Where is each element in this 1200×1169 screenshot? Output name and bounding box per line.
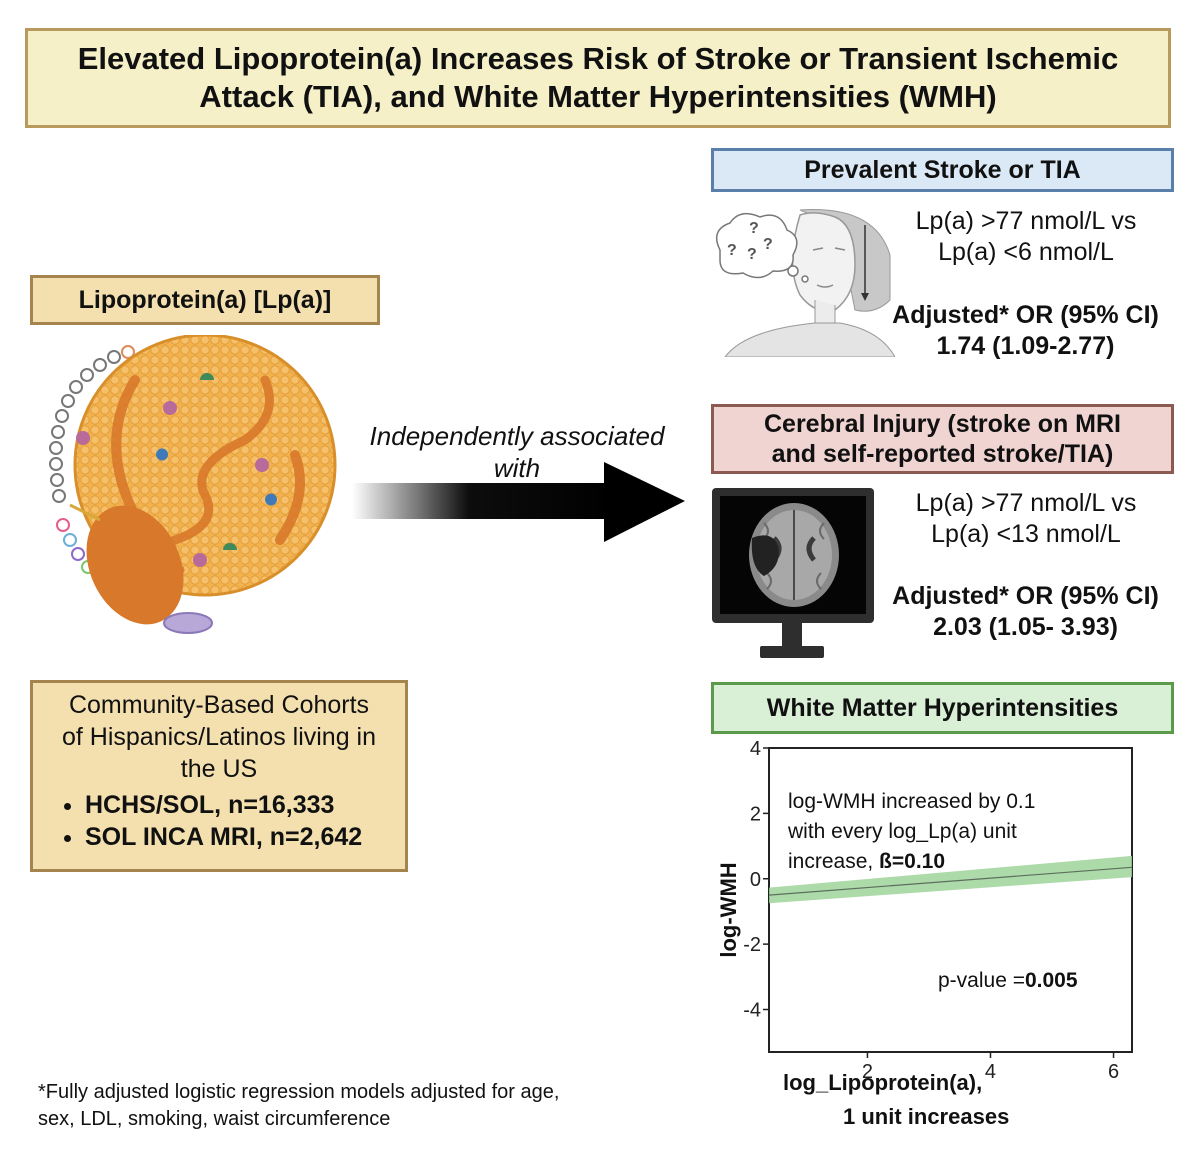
cohort-line-1: Community-Based Cohorts (68, 691, 370, 719)
stroke-comparison: Lp(a) >77 nmol/L vs Lp(a) <6 nmol/L (890, 206, 1162, 268)
stroke-or-label: Adjusted* OR (95% CI) (892, 301, 1159, 329)
confidence-band (769, 855, 1132, 904)
injury-or-label: Adjusted* OR (95% CI) (892, 582, 1159, 610)
cohort-list: HCHS/SOL, n=16,333 SOL INCA MRI, n=2,642 (33, 789, 405, 853)
question-mark-2: ? (727, 242, 737, 259)
y-tick-label: 4 (750, 740, 761, 760)
stroke-compare-line-2: Lp(a) <6 nmol/L (938, 238, 1114, 266)
x-tick-label: 6 (1108, 1061, 1119, 1083)
footnote-line-2: sex, LDL, smoking, waist circumference (38, 1108, 391, 1130)
wmh-pvalue-value: 0.005 (1024, 969, 1078, 992)
injury-comparison: Lp(a) >77 nmol/L vs Lp(a) <13 nmol/L (890, 488, 1162, 550)
wmh-pvalue: p-value =0.005 (938, 966, 1138, 996)
wmh-beta: ß=0.10 (879, 850, 946, 873)
thought-bubble: ? ? ? ? (715, 212, 809, 283)
injury-or-value: 2.03 (1.05- 3.93) (933, 613, 1118, 641)
association-label: Independently associated with (352, 420, 682, 484)
injury-compare-line-2: Lp(a) <13 nmol/L (931, 520, 1121, 548)
chart-x-label-1: log_Lipoprotein(a), (783, 1070, 982, 1095)
wmh-annotation-line-2: with every log_Lp(a) unit (788, 820, 1017, 843)
regression-line (768, 866, 1133, 896)
cohort-item-inca: SOL INCA MRI, n=2,642 (85, 821, 405, 853)
wmh-annotation-line-1: log-WMH increased by 0.1 (788, 790, 1036, 813)
lesion (751, 535, 779, 576)
association-line-1: Independently associated (369, 421, 665, 451)
wmh-annotation-line-3: increase, ß=0.10 (788, 847, 1128, 877)
wmh-chart: 4 2 0 -2 -4 2 4 6 log-WMH log_Lipoprotein(a), 1… (716, 740, 1133, 1129)
lipoprotein-label: Lipoprotein(a) [Lp(a)] (78, 286, 332, 314)
cohort-line-3: the US (180, 755, 258, 783)
stroke-or-value: 1.74 (1.09-2.77) (936, 332, 1115, 360)
lipoprotein-label-box: Lipoprotein(a) [Lp(a)] (30, 275, 380, 325)
chart-x-label-2: 1 unit increases (843, 1104, 1009, 1129)
cohort-item-hchs: HCHS/SOL, n=16,333 (85, 789, 405, 821)
title-line-1: Elevated Lipoprotein(a) Increases Risk o… (77, 41, 1119, 76)
injury-or-block: Adjusted* OR (95% CI) 2.03 (1.05- 3.93) (873, 581, 1178, 643)
title-banner: Elevated Lipoprotein(a) Increases Risk o… (25, 28, 1171, 128)
x-tick-label: 2 (862, 1061, 873, 1083)
association-line-2: with (493, 453, 541, 483)
y-tick-label: -4 (743, 1000, 761, 1022)
chart-y-label: log-WMH (716, 862, 741, 957)
y-tick-label: 0 (750, 869, 761, 891)
question-mark-1: ? (749, 220, 759, 237)
association-arrow (352, 462, 685, 542)
cohort-line-2: of Hispanics/Latinos living in (61, 723, 377, 751)
wmh-annotation-prefix: increase, (788, 850, 880, 873)
injury-compare-line-1: Lp(a) >77 nmol/L vs (915, 489, 1137, 517)
cerebral-injury-title-2: and self-reported stroke/TIA) (771, 440, 1114, 468)
cerebral-injury-title-1: Cerebral Injury (stroke on MRI (763, 410, 1122, 438)
question-mark-3: ? (747, 246, 757, 263)
apo-b-lobe (86, 505, 184, 625)
stroke-or-block: Adjusted* OR (95% CI) 1.74 (1.09-2.77) (873, 300, 1178, 362)
wmh-pvalue-prefix: p-value = (938, 969, 1025, 992)
wmh-annotation: log-WMH increased by 0.1 with every log_… (788, 787, 1128, 877)
x-tick-label: 4 (985, 1061, 996, 1083)
confused-person-illustration: ? ? ? ? (715, 209, 895, 357)
title-line-2: Attack (TIA), and White Matter Hyperinte… (199, 79, 997, 114)
cohort-info-box: Community-Based Cohorts of Hispanics/Lat… (30, 680, 408, 872)
wmh-title: White Matter Hyperintensities (766, 694, 1119, 722)
mri-monitor-illustration (712, 488, 874, 658)
prevalent-stroke-title: Prevalent Stroke or TIA (804, 156, 1081, 184)
footnote-line-1: *Fully adjusted logistic regression mode… (38, 1081, 560, 1103)
question-mark-4: ? (763, 236, 773, 253)
prevalent-stroke-box: Prevalent Stroke or TIA (711, 148, 1174, 192)
chart-plot-area: 4 2 0 -2 -4 2 4 6 (743, 740, 1133, 1083)
y-tick-label: -2 (743, 934, 761, 956)
cerebral-injury-box: Cerebral Injury (stroke on MRI and self-… (711, 404, 1174, 474)
lipoprotein-particle-illustration (49, 335, 337, 634)
footnote: *Fully adjusted logistic regression mode… (38, 1079, 678, 1133)
receptor-oval (163, 612, 213, 634)
wmh-box: White Matter Hyperintensities (711, 682, 1174, 734)
y-tick-label: 2 (750, 803, 761, 825)
stroke-compare-line-1: Lp(a) >77 nmol/L vs (915, 207, 1137, 235)
